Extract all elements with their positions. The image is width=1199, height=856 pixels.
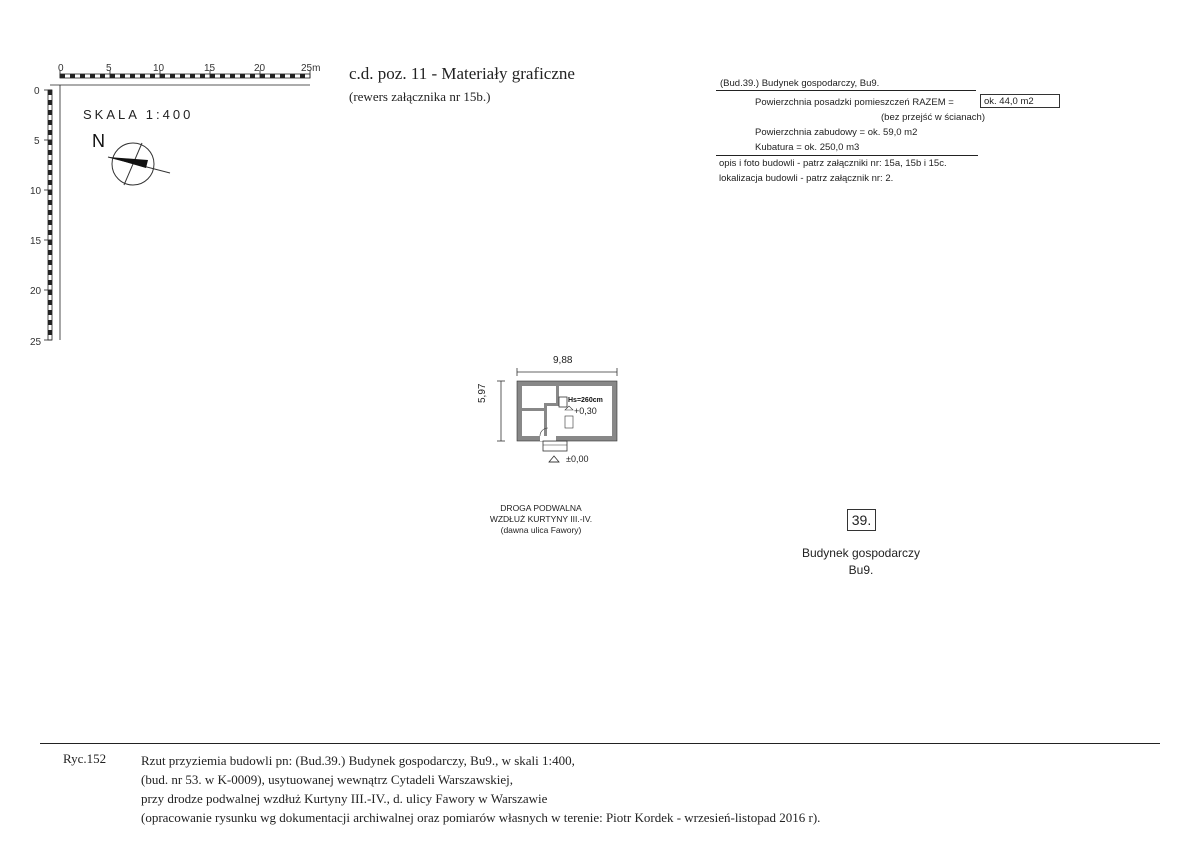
ruler-top-label-10: 10 bbox=[153, 63, 165, 74]
ruler-left-label-20: 20 bbox=[30, 286, 42, 297]
scale-ruler bbox=[44, 70, 311, 341]
ruler-left-label-25: 25 bbox=[30, 337, 42, 348]
ruler-top-label-5: 5 bbox=[106, 63, 112, 74]
road-label-line-3: (dawna ulica Fawory) bbox=[500, 525, 582, 535]
scale-label: SKALA 1:400 bbox=[83, 107, 194, 122]
info-bottom-rule bbox=[716, 155, 978, 156]
north-label: N bbox=[92, 131, 105, 151]
caption: Rzut przyziemia budowli pn: (Bud.39.) Bu… bbox=[141, 751, 820, 827]
caption-line-1: Rzut przyziemia budowli pn: (Bud.39.) Bu… bbox=[141, 753, 575, 768]
ruler-top-label-0: 0 bbox=[58, 63, 64, 74]
page-title: c.d. poz. 11 - Materiały graficzne bbox=[349, 64, 575, 83]
caption-line-3: przy drodze podwalnej wzdłuż Kurtyny III… bbox=[141, 791, 548, 806]
road-label-line-1: DROGA PODWALNA bbox=[500, 503, 582, 513]
floor-area-value: ok. 44,0 m2 bbox=[980, 94, 1060, 108]
page-subtitle: (rewers załącznika nr 15b.) bbox=[349, 89, 491, 104]
description-ref: opis i foto budowli - patrz załączniki n… bbox=[719, 158, 947, 169]
caption-rule bbox=[40, 743, 1160, 744]
floor-area-note: (bez przejść w ścianach) bbox=[881, 112, 986, 123]
plan-floor-level: +0,30 bbox=[574, 406, 597, 416]
ruler-left-label-0: 0 bbox=[34, 86, 40, 97]
ruler-top-label-15: 15 bbox=[204, 63, 216, 74]
floor-area-label: Powierzchnia posadzki pomieszczeń RAZEM … bbox=[755, 97, 954, 108]
ruler-left-label-5: 5 bbox=[34, 136, 40, 147]
ruler-top-label-25: 25m bbox=[301, 63, 321, 74]
plan-depth-dimension: 5,97 bbox=[477, 383, 488, 403]
building-code: Bu9. bbox=[848, 563, 874, 577]
ruler-left-label-10: 10 bbox=[30, 186, 42, 197]
ruler-left-label-15: 15 bbox=[30, 236, 42, 247]
figure-ref: Ryc.152 bbox=[63, 751, 107, 766]
road-label-line-2: WZDŁUŻ KURTYNY III.-IV. bbox=[489, 514, 593, 524]
volume: Kubatura = ok. 250,0 m3 bbox=[755, 142, 860, 153]
ruler-top-label-20: 20 bbox=[254, 63, 266, 74]
plan-height-label: Hs=260cm bbox=[568, 397, 603, 404]
building-number: 39. bbox=[847, 509, 876, 531]
floor-plan bbox=[497, 368, 618, 463]
info-top-rule bbox=[716, 90, 976, 91]
building-name: Budynek gospodarczy bbox=[801, 546, 921, 560]
north-arrow-icon bbox=[107, 142, 171, 186]
location-ref: lokalizacja budowli - patrz załącznik nr… bbox=[719, 173, 894, 184]
plan-ground-level: ±0,00 bbox=[566, 454, 589, 464]
building-title: (Bud.39.) Budynek gospodarczy, Bu9. bbox=[720, 78, 880, 89]
built-area: Powierzchnia zabudowy = ok. 59,0 m2 bbox=[755, 127, 918, 138]
plan-width-dimension: 9,88 bbox=[553, 355, 573, 366]
caption-line-2: (bud. nr 53. w K-0009), usytuowanej wewn… bbox=[141, 772, 514, 787]
road-label: DROGA PODWALNA WZDŁUŻ KURTYNY III.-IV. (… bbox=[456, 503, 626, 536]
caption-line-4: (opracowanie rysunku wg dokumentacji arc… bbox=[141, 810, 821, 825]
